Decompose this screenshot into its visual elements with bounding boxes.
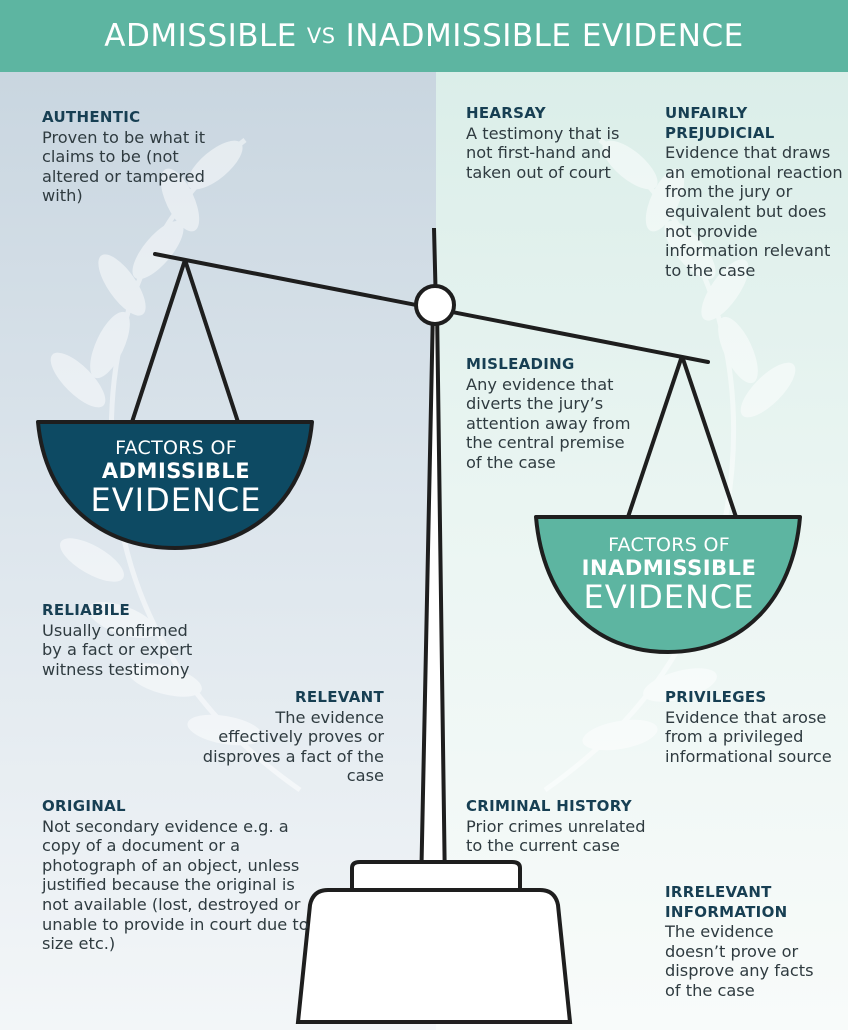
factor-hearsay: HEARSAY A testimony that is not first-ha… <box>466 104 634 182</box>
factor-heading: PRIVILEGES <box>665 688 767 706</box>
inadmissible-bowl <box>534 515 802 654</box>
title-inadmissible: INADMISSIBLE EVIDENCE <box>345 18 744 54</box>
title-vs: VS <box>306 24 336 48</box>
factor-body: Evidence that draws an emotional reactio… <box>665 143 843 280</box>
right-string-a <box>626 355 684 518</box>
factor-body: Any evidence that diverts the jury’s att… <box>466 374 631 472</box>
scale-base <box>295 888 573 1024</box>
factor-body: A testimony that is not first-hand and t… <box>466 123 620 182</box>
factor-body: The evidence effectively proves or dispr… <box>202 707 384 786</box>
inadmissible-bowl-label: FACTORS OF INADMISSIBLE EVIDENCE <box>538 534 800 616</box>
factor-heading: MISLEADING <box>466 355 575 373</box>
scale-base-top <box>350 860 522 892</box>
factor-body: Proven to be what it claims to be (not a… <box>42 127 206 206</box>
inadmissible-bowl-line2: INADMISSIBLE <box>581 556 757 580</box>
factor-unfairly-prejudicial: UNFAIRLY PREJUDICIAL Evidence that draws… <box>665 104 845 280</box>
factor-heading: HEARSAY <box>466 104 546 122</box>
factor-heading: CRIMINAL HISTORY <box>466 797 632 815</box>
factor-privileges: PRIVILEGES Evidence that arose from a pr… <box>665 688 845 766</box>
factor-body: Not secondary evidence e.g. a copy of a … <box>42 816 309 954</box>
title-admissible: ADMISSIBLE <box>104 18 297 54</box>
inadmissible-bowl-line1: FACTORS OF <box>608 534 730 556</box>
left-string-b <box>183 259 240 423</box>
factor-body: The evidence doesn’t prove or disprove a… <box>665 922 814 1000</box>
factor-heading: UNFAIRLY PREJUDICIAL <box>665 104 775 142</box>
admissible-bowl-line1: FACTORS OF <box>115 437 237 459</box>
factor-heading: ORIGINAL <box>42 797 126 815</box>
factor-original: ORIGINAL Not secondary evidence e.g. a c… <box>42 797 324 954</box>
factor-heading: IRRELEVANT INFORMATION <box>665 883 788 921</box>
factor-heading: RELIABILE <box>42 601 131 619</box>
admissible-bowl <box>36 420 314 550</box>
factor-body: Evidence that arose from a privileged in… <box>665 707 832 766</box>
factor-criminal-history: CRIMINAL HISTORY Prior crimes unrelated … <box>466 797 646 856</box>
right-string-b <box>680 355 738 518</box>
factor-reliable: RELIABILE Usually confirmed by a fact or… <box>42 601 210 679</box>
factor-heading: AUTHENTIC <box>42 108 141 126</box>
left-string-a <box>130 259 187 423</box>
admissible-bowl-label: FACTORS OF ADMISSIBLE EVIDENCE <box>40 437 312 519</box>
factor-heading: RELEVANT <box>295 688 384 706</box>
scale-post <box>419 227 447 892</box>
factor-misleading: MISLEADING Any evidence that diverts the… <box>466 355 644 473</box>
admissible-bowl-line3: EVIDENCE <box>90 481 262 519</box>
factor-relevant: RELEVANT The evidence effectively proves… <box>202 688 384 786</box>
factor-body: Usually confirmed by a fact or expert wi… <box>42 620 193 679</box>
factor-authentic: AUTHENTIC Proven to be what it claims to… <box>42 108 212 206</box>
factor-irrelevant-information: IRRELEVANT INFORMATION The evidence does… <box>665 883 825 1001</box>
laurel-wreath-left-icon <box>50 138 302 793</box>
admissible-bowl-line2: ADMISSIBLE <box>101 459 251 483</box>
factor-body: Prior crimes unrelated to the current ca… <box>466 816 646 856</box>
title-banner: ADMISSIBLE VS INADMISSIBLE EVIDENCE <box>0 0 848 72</box>
scale-pivot <box>414 284 456 326</box>
inadmissible-bowl-line3: EVIDENCE <box>583 578 755 616</box>
